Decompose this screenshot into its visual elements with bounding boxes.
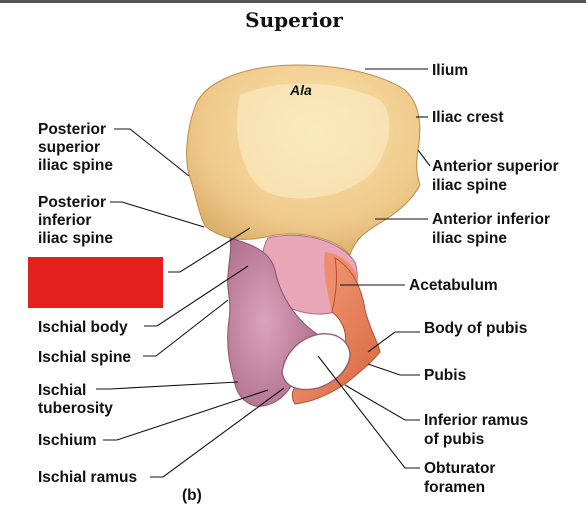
- ala-label: Ala: [289, 82, 312, 98]
- ischium-region: [227, 237, 321, 407]
- label-psis-line2: superior: [38, 139, 100, 156]
- label-piis-line3: iliac spine: [38, 230, 113, 247]
- label-pubis: Pubis: [424, 367, 466, 384]
- leader-asis: [417, 149, 431, 167]
- label-psis-line3: iliac spine: [38, 157, 113, 174]
- label-ischial-ramus: Ischial ramus: [38, 469, 137, 486]
- label-obturator-line1: Obturator: [424, 460, 495, 477]
- hip-bone-illustration: [186, 64, 421, 407]
- label-ischial-spine: Ischial spine: [38, 349, 131, 366]
- leader-psis: [114, 128, 190, 177]
- leader-ischial-tuberosity: [96, 381, 239, 390]
- label-piis-line2: inferior: [38, 212, 91, 229]
- label-inferior-ramus-line2: of pubis: [424, 431, 484, 448]
- top-rule: [0, 0, 586, 3]
- leader-ischial-body: [144, 265, 249, 327]
- leader-body-of-pubis: [367, 331, 420, 353]
- label-piis-line1: Posterior: [38, 194, 106, 211]
- label-asis-line1: Anterior superior: [432, 158, 559, 175]
- label-asis-line2: iliac spine: [432, 177, 507, 194]
- leader-ischium: [103, 389, 269, 441]
- right-callouts: Ilium Iliac crest Anterior superior ilia…: [317, 62, 559, 496]
- diagram-title: Superior: [245, 8, 343, 32]
- label-aiis-line1: Anterior inferior: [432, 211, 550, 228]
- leader-ischial-ramus: [150, 387, 285, 478]
- label-iliac-crest: Iliac crest: [432, 109, 504, 126]
- label-body-of-pubis: Body of pubis: [424, 320, 527, 337]
- label-aiis-line2: iliac spine: [432, 230, 507, 247]
- label-obturator-line2: foramen: [424, 479, 485, 496]
- leader-redacted: [168, 227, 251, 273]
- pubis-region: [291, 257, 381, 405]
- leader-piis: [110, 201, 205, 228]
- label-ischial-tuberosity-line2: tuberosity: [38, 400, 113, 417]
- label-psis-line1: Posterior: [38, 121, 106, 138]
- label-acetabulum: Acetabulum: [409, 277, 498, 294]
- ala-highlight: [236, 83, 390, 199]
- left-callouts: Posterior superior iliac spine Posterior…: [38, 121, 285, 486]
- redaction-box: [28, 257, 163, 308]
- leader-obturator: [317, 355, 420, 469]
- label-ischial-tuberosity-line1: Ischial: [38, 382, 86, 399]
- label-inferior-ramus-line1: Inferior ramus: [424, 412, 528, 429]
- label-ischium: Ischium: [38, 432, 97, 449]
- label-ischial-body: Ischial body: [38, 319, 128, 336]
- leader-inferior-ramus: [344, 384, 420, 421]
- leader-ischial-spine: [143, 299, 229, 357]
- label-ilium: Ilium: [432, 62, 468, 79]
- leader-pubis: [367, 363, 420, 376]
- panel-label: (b): [182, 487, 202, 504]
